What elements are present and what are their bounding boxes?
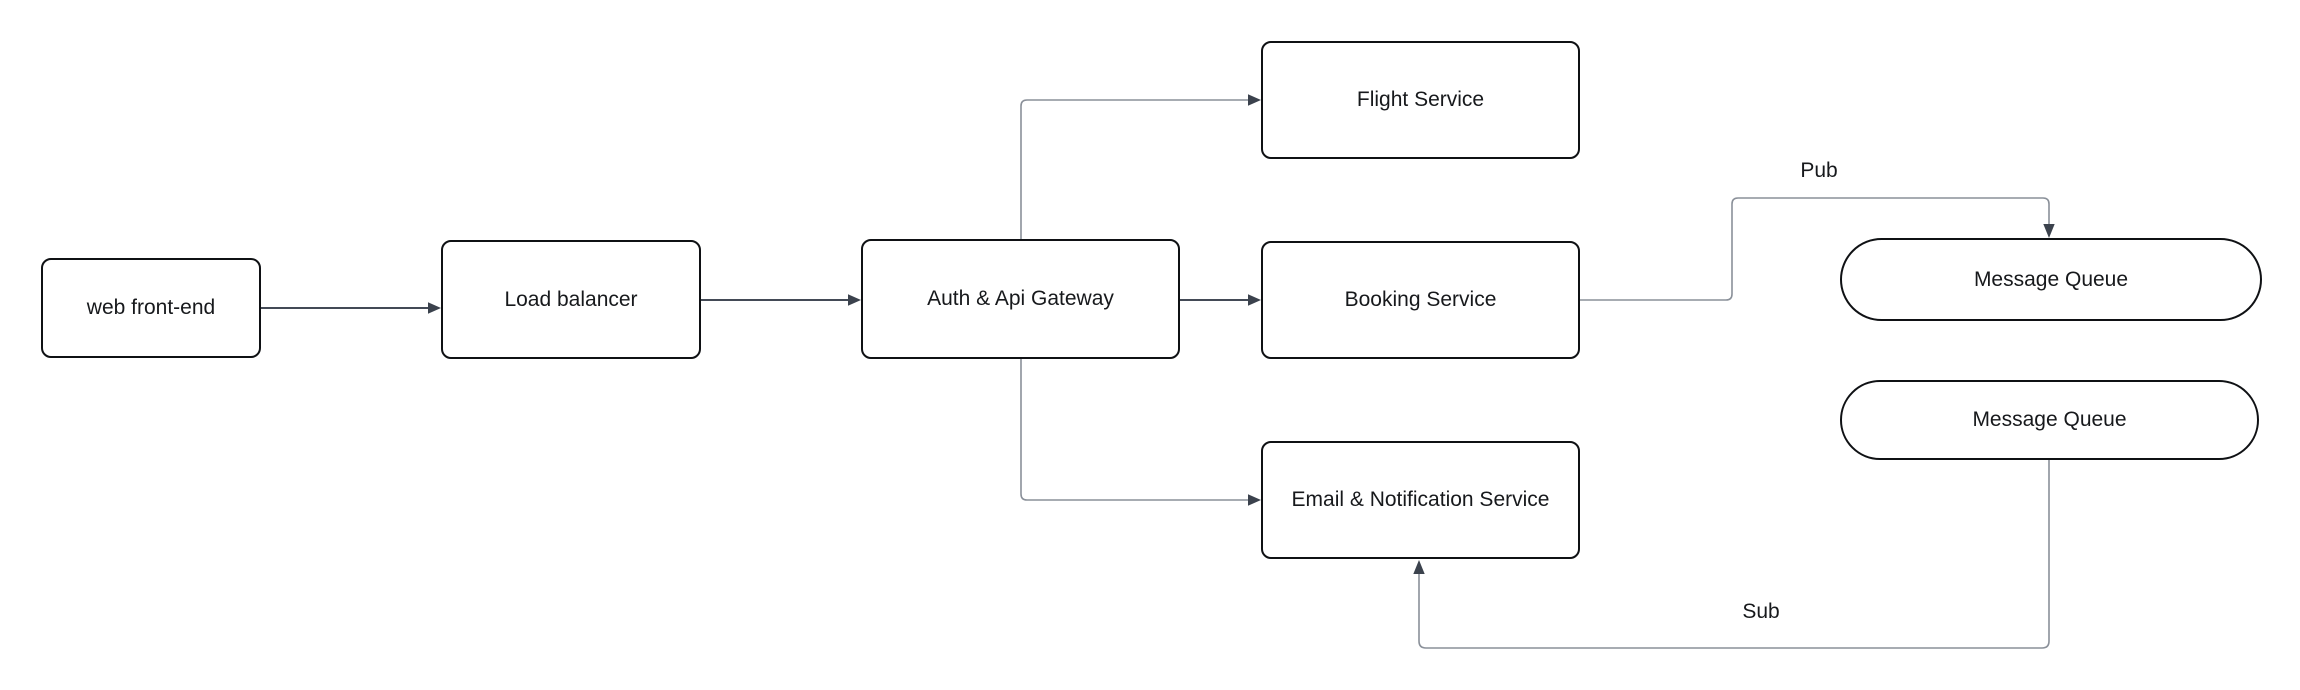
edge-auth-api-gateway-to-flight-service <box>1020 99 1249 239</box>
node-web-front-end-label: web front-end <box>86 296 216 320</box>
node-booking-service-label: Booking Service <box>1344 288 1497 312</box>
edge-message-queue-bottom-to-email-service-arrowhead-icon <box>1413 560 1425 574</box>
node-flight-service-label: Flight Service <box>1356 88 1485 112</box>
node-message-queue-bottom[interactable]: Message Queue <box>1840 380 2259 460</box>
node-auth-api-gateway[interactable]: Auth & Api Gateway <box>861 239 1180 359</box>
node-email-notification-service-label: Email & Notification Service <box>1291 488 1550 512</box>
edge-load-balancer-to-auth-api-gateway-arrowhead-icon <box>848 294 861 306</box>
edge-auth-api-gateway-to-email-service-arrowhead-icon <box>1248 494 1261 506</box>
node-load-balancer-label: Load balancer <box>504 287 638 311</box>
node-flight-service[interactable]: Flight Service <box>1261 41 1580 159</box>
edge-auth-api-gateway-to-booking-service-arrowhead-icon <box>1248 294 1261 306</box>
edge-booking-service-to-message-queue-top <box>1580 197 2050 301</box>
node-auth-api-gateway-label: Auth & Api Gateway <box>927 287 1114 311</box>
edge-web-front-end-to-load-balancer-arrowhead-icon <box>428 302 441 314</box>
node-message-queue-top[interactable]: Message Queue <box>1840 238 2262 321</box>
node-booking-service[interactable]: Booking Service <box>1261 241 1580 359</box>
edge-message-queue-bottom-to-email-service <box>1418 460 2050 649</box>
edge-label-sub: Sub <box>1742 600 1780 623</box>
edge-auth-api-gateway-to-flight-service-arrowhead-icon <box>1248 94 1261 106</box>
edge-booking-service-to-message-queue-top-arrowhead-icon <box>2043 224 2055 238</box>
node-message-queue-bottom-label: Message Queue <box>1972 408 2127 432</box>
edge-label-pub: Pub <box>1800 159 1838 182</box>
node-email-notification-service[interactable]: Email & Notification Service <box>1261 441 1580 559</box>
node-load-balancer[interactable]: Load balancer <box>441 240 701 359</box>
node-message-queue-top-label: Message Queue <box>1973 267 2129 291</box>
node-web-front-end[interactable]: web front-end <box>41 258 261 358</box>
edge-auth-api-gateway-to-email-service <box>1020 359 1249 501</box>
